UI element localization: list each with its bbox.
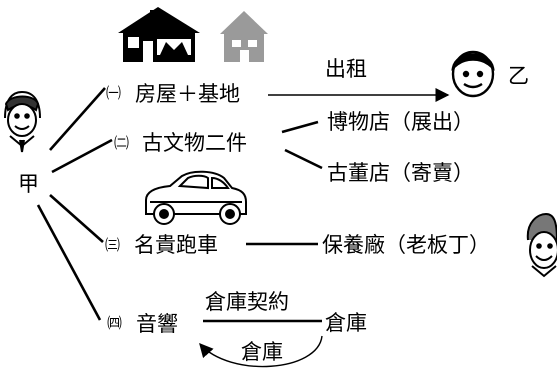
item-3-label: 名貴跑車	[134, 233, 218, 257]
house-icon	[118, 7, 200, 62]
line-to-item-1	[49, 87, 106, 151]
antique-shop-label: 古董店（寄賣）	[327, 161, 474, 185]
person-jia-icon	[4, 90, 41, 153]
return-arrow	[199, 335, 323, 368]
garage-label: 保養廠（老板丁）	[322, 233, 490, 257]
item-3-number: ㈢	[105, 236, 120, 254]
car-icon	[145, 170, 247, 225]
item-4-label: 音響	[136, 312, 178, 336]
item-4-number: ㈣	[107, 314, 122, 332]
line-to-antique-shop	[284, 148, 323, 170]
return-warehouse-label: 倉庫	[241, 340, 283, 364]
line-to-item-3	[49, 194, 104, 243]
item-1-number: ㈠	[106, 84, 121, 102]
item-2-number: ㈡	[114, 134, 129, 152]
owner-label: 甲	[18, 172, 39, 196]
museum-label: 博物店（展出）	[327, 110, 474, 134]
line-to-museum	[281, 120, 319, 134]
connector-lines	[36, 87, 323, 323]
line-to-item-2	[51, 138, 113, 174]
line-to-item-4	[36, 204, 102, 321]
warehouse-label: 倉庫	[325, 311, 367, 335]
rent-relation-label: 出租	[325, 57, 367, 81]
item-1-label: 房屋＋基地	[135, 82, 240, 106]
small-house-icon	[220, 11, 268, 62]
tenant-label: 乙	[508, 64, 529, 88]
warehouse-contract-label: 倉庫契約	[205, 290, 289, 314]
person-ding-icon	[526, 212, 557, 278]
person-yi-icon	[451, 50, 495, 98]
item-2-label: 古文物二件	[142, 131, 247, 155]
